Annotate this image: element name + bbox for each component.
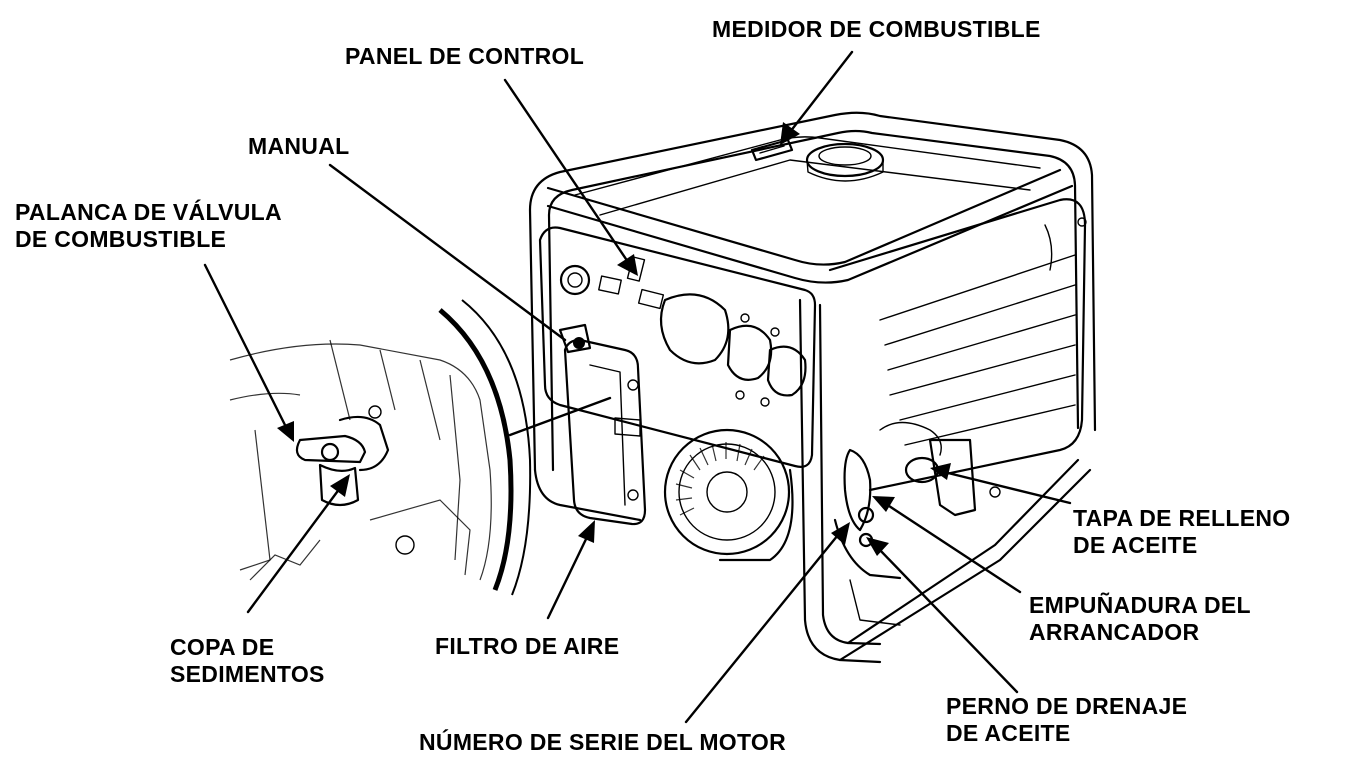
label-engine-serial-number: NÚMERO DE SERIE DEL MOTOR — [419, 729, 786, 756]
label-air-filter: FILTRO DE AIRE — [435, 633, 619, 660]
label-starter-grip-line1: EMPUÑADURA DEL — [1029, 592, 1251, 618]
label-sediment-cup-line1: COPA DE — [170, 634, 275, 660]
label-oil-filler-cap: TAPA DE RELLENO DE ACEITE — [1073, 505, 1290, 559]
engine-art — [663, 421, 942, 626]
label-oil-drain-bolt-line2: DE ACEITE — [946, 720, 1071, 746]
label-control-panel-text: PANEL DE CONTROL — [345, 43, 585, 69]
label-manual-text: MANUAL — [248, 133, 350, 159]
label-sediment-cup-line2: SEDIMENTOS — [170, 661, 325, 687]
label-oil-drain-bolt: PERNO DE DRENAJE DE ACEITE — [946, 693, 1187, 747]
label-fuel-gauge-text: MEDIDOR DE COMBUSTIBLE — [712, 16, 1041, 42]
generator-housing — [828, 198, 1087, 517]
label-manual: MANUAL — [248, 133, 349, 160]
tube-frame — [528, 111, 1097, 664]
label-sediment-cup: COPA DE SEDIMENTOS — [170, 634, 325, 688]
label-fuel-valve-lever-line2: DE COMBUSTIBLE — [15, 226, 227, 252]
label-oil-filler-cap-line2: DE ACEITE — [1073, 532, 1198, 558]
leader-lines — [203, 50, 1072, 724]
label-fuel-gauge: MEDIDOR DE COMBUSTIBLE — [712, 16, 1041, 43]
air-filter-box — [558, 323, 647, 526]
label-fuel-valve-lever-line1: PALANCA DE VÁLVULA — [15, 199, 282, 225]
label-air-filter-text: FILTRO DE AIRE — [435, 633, 620, 659]
label-starter-grip: EMPUÑADURA DEL ARRANCADOR — [1029, 592, 1251, 646]
label-fuel-valve-lever: PALANCA DE VÁLVULA DE COMBUSTIBLE — [15, 199, 282, 253]
label-engine-serial-number-text: NÚMERO DE SERIE DEL MOTOR — [419, 729, 787, 755]
label-oil-filler-cap-line1: TAPA DE RELLENO — [1073, 505, 1291, 531]
fuel-tank — [574, 136, 1041, 216]
label-oil-drain-bolt-line1: PERNO DE DRENAJE — [946, 693, 1188, 719]
label-starter-grip-line2: ARRANCADOR — [1029, 619, 1200, 645]
label-control-panel: PANEL DE CONTROL — [345, 43, 584, 70]
